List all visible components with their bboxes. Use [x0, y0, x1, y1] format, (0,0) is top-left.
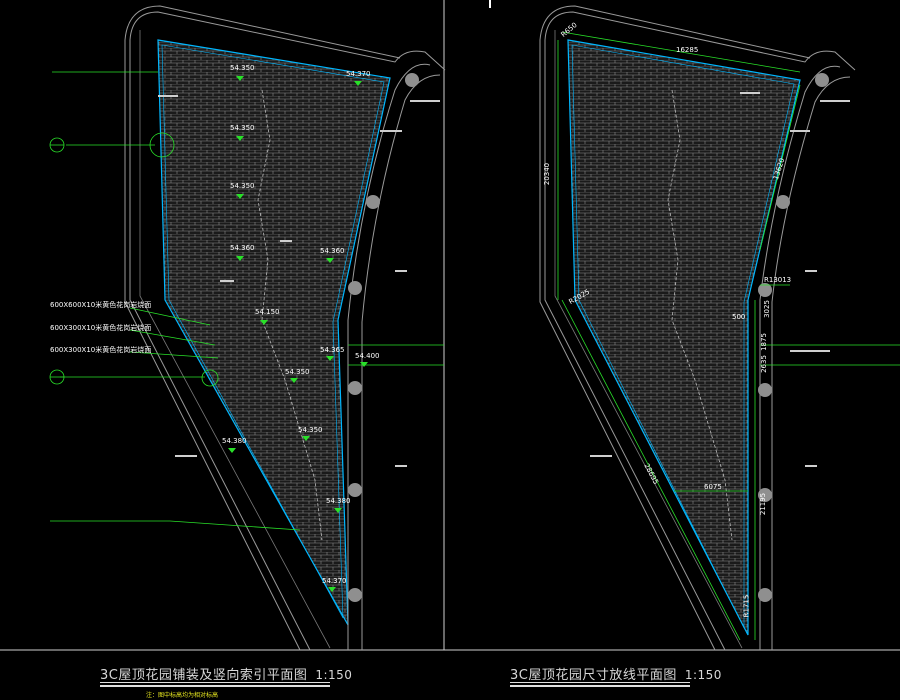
dimension-label: R1715	[742, 594, 751, 618]
left-plan	[49, 5, 446, 651]
elevation-label: 54.150	[255, 308, 280, 316]
elevation-label: 54.350	[230, 64, 255, 72]
elevation-label: 54.360	[230, 244, 255, 252]
material-label: 600X300X10米黄色花岗岩烧面	[50, 346, 152, 354]
title-text: 3C屋顶花园尺寸放线平面图	[510, 668, 677, 683]
elevation-label: 54.350	[285, 368, 310, 376]
dimension-label: 20340	[543, 162, 552, 186]
elevation-label: 54.365	[320, 346, 345, 354]
elevation-label: 54.360	[320, 247, 345, 255]
dimension-label: 500	[732, 313, 746, 321]
drawing-title-left: 3C屋顶花园铺装及竖向索引平面图 1:150	[100, 664, 352, 683]
elevation-label: 54.380	[326, 497, 351, 505]
drawing-note: 注：图中标高均为相对标高	[146, 692, 219, 699]
right-plan	[539, 5, 900, 651]
dimension-label: 2635	[759, 355, 768, 373]
elevation-label: 54.350	[230, 182, 255, 190]
elevation-label: 54.370	[322, 577, 347, 585]
dimension-label: R13013	[764, 276, 792, 284]
elevation-label: 54.380	[222, 437, 247, 445]
material-label: 600X600X10米黄色花岗岩烧面	[50, 301, 152, 309]
scale-text: 1:150	[684, 668, 722, 682]
dimension-label: 16285	[676, 46, 699, 54]
title-underline	[510, 682, 690, 683]
elevation-label: 54.400	[355, 352, 380, 360]
dimension-label: 6075	[704, 483, 722, 491]
elevation-label: 54.350	[298, 426, 323, 434]
title-underline	[510, 685, 690, 687]
elevation-label: 54.350	[230, 124, 255, 132]
drawing-title-right: 3C屋顶花园尺寸放线平面图 1:150	[510, 664, 722, 683]
scale-text: 1:150	[315, 668, 353, 682]
title-text: 3C屋顶花园铺装及竖向索引平面图	[100, 668, 308, 683]
material-label: 600X300X10米黄色花岗岩烧面	[50, 324, 152, 332]
title-underline	[100, 682, 330, 683]
dimension-label: 1875	[759, 333, 768, 351]
dimension-label: 3025	[762, 300, 771, 318]
elevation-label: 54.370	[346, 70, 371, 78]
title-underline	[100, 685, 330, 687]
dimension-label: 21195	[759, 492, 768, 516]
